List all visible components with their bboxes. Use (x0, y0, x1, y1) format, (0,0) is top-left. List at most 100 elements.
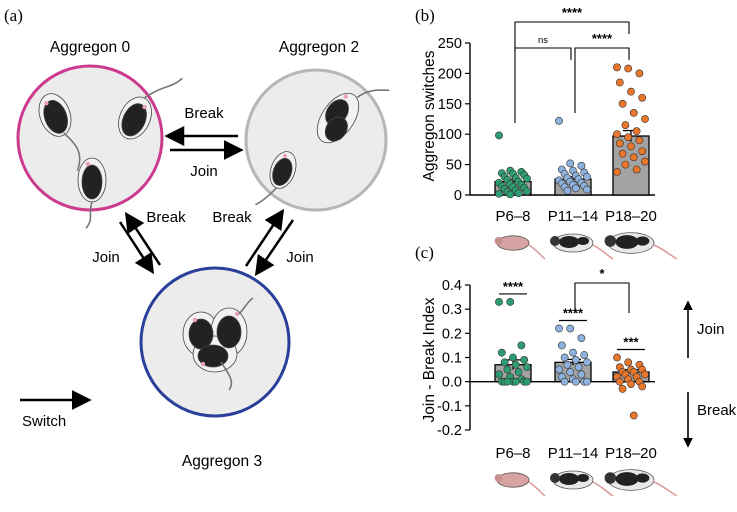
aggregon-2-node (244, 68, 388, 212)
data-point (557, 341, 566, 350)
edge-label-join-top: Join (190, 163, 218, 180)
data-point (517, 341, 526, 350)
y-tick-label: 0.4 (442, 278, 462, 294)
data-point (624, 133, 633, 142)
edge-label-break-left: Break (146, 209, 186, 226)
data-point (495, 370, 503, 379)
significance-label: **** (503, 279, 524, 294)
panel-a: (a) Aggregon 0 Aggregon 2 Aggregon 3 (4, 6, 390, 470)
data-point (560, 353, 569, 362)
node-title-aggregon-0: Aggregon 0 (50, 39, 131, 56)
x-category-label: P11–14 (548, 445, 599, 462)
significance-label: **** (563, 306, 584, 321)
data-point (621, 121, 630, 129)
data-point (615, 139, 624, 148)
panel-c-chart: (c) Join - Break Index -0.2-0.10.00.10.2… (415, 243, 737, 497)
break-direction-label: Break (697, 402, 737, 419)
data-point (511, 360, 520, 369)
data-point (511, 377, 520, 386)
data-point (580, 351, 589, 359)
rat-pup-icon (604, 469, 678, 497)
data-point (613, 130, 621, 139)
edge-label-join-right: Join (286, 249, 314, 266)
data-point (571, 184, 580, 193)
data-point (566, 368, 575, 376)
data-point (618, 385, 627, 393)
panel-b-label: (b) (415, 6, 435, 25)
data-point (555, 324, 563, 333)
arrow-join-right (254, 219, 295, 277)
data-point (615, 377, 624, 386)
data-point (627, 87, 635, 96)
x-category-label: P18–20 (605, 445, 657, 462)
data-point (641, 157, 649, 166)
join-direction-label: Join (697, 321, 725, 338)
data-point (641, 115, 649, 123)
legend-switch-label: Switch (22, 413, 66, 430)
edge-label-join-left: Join (92, 249, 120, 266)
data-point (618, 149, 627, 158)
data-point (624, 358, 633, 367)
x-category-label: P6–8 (495, 445, 530, 462)
y-tick-label: 200 (438, 66, 462, 82)
edge-label-break-top: Break (184, 105, 224, 122)
rat-pup-icon (494, 472, 546, 497)
data-point (523, 363, 531, 372)
data-point (615, 78, 624, 87)
significance-label: *** (623, 335, 639, 350)
data-point (555, 116, 563, 125)
data-point (563, 360, 572, 369)
arrow-join-left (118, 221, 155, 275)
data-point (638, 93, 647, 102)
data-point (495, 189, 503, 198)
data-point (613, 167, 621, 176)
data-point (495, 131, 503, 140)
data-point (520, 356, 529, 364)
data-point (638, 147, 647, 156)
comparison-bracket (514, 47, 572, 123)
data-point (503, 365, 512, 374)
data-point (632, 127, 641, 136)
data-point (514, 368, 523, 376)
data-point (635, 136, 644, 145)
comparison-label: **** (592, 31, 613, 46)
data-point (638, 382, 647, 391)
data-point (583, 358, 591, 367)
panel-b-y-axis-title: Aggregon switches (421, 50, 438, 181)
x-category-label: P11–14 (548, 208, 599, 225)
data-point (563, 186, 572, 195)
data-point (523, 377, 531, 386)
y-tick-label: 0.2 (442, 326, 462, 342)
data-point (629, 153, 638, 162)
panel-a-label: (a) (4, 6, 23, 25)
node-title-aggregon-2: Aggregon 2 (279, 39, 359, 56)
rat-pup-icon (494, 235, 546, 260)
data-point (577, 334, 586, 343)
y-tick-label: 250 (438, 36, 462, 52)
data-point (506, 190, 515, 199)
data-point (571, 356, 580, 364)
data-point (613, 63, 621, 72)
data-point (495, 298, 503, 306)
panel-c-y-axis-title: Join - Break Index (421, 297, 438, 422)
y-tick-label: 100 (438, 127, 462, 143)
data-point (506, 298, 515, 306)
data-point (560, 377, 569, 386)
y-tick-label: 0.3 (442, 302, 462, 318)
node-title-aggregon-3: Aggregon 3 (182, 453, 262, 470)
y-tick-label: 0.0 (442, 375, 462, 391)
edge-label-break-right: Break (212, 209, 252, 226)
data-point (523, 174, 531, 183)
comparison-bracket (574, 47, 630, 113)
comparison-label: **** (562, 5, 583, 20)
panel-b-chart: (b) Aggregon switches 050100150200250P6–… (415, 5, 678, 260)
y-tick-label: 0 (454, 188, 462, 204)
data-point (627, 380, 635, 388)
data-point (624, 64, 633, 73)
arrow-break-right (244, 208, 285, 267)
data-point (583, 172, 591, 181)
data-point (566, 324, 575, 333)
data-point (635, 69, 644, 78)
data-point (613, 353, 621, 362)
